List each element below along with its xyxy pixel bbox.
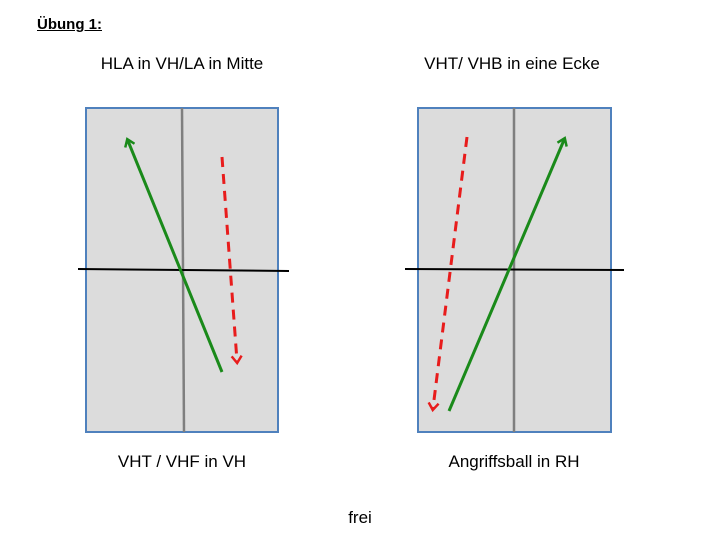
drill-2-bottom-label: Angriffsball in RH [448,452,580,471]
footer-label: frei [348,508,372,527]
exercise-title: Übung 1: [37,16,102,33]
drill-1-top-label: HLA in VH/LA in Mitte [100,54,264,73]
drill-1-bottom-label: VHT / VHF in VH [117,452,247,471]
solid-arrow [447,140,564,412]
net-line [404,268,625,271]
drill-2-top-label: VHT/ VHB in eine Ecke [424,54,600,73]
table-right [404,107,625,433]
dashed-arrow [433,136,469,408]
table-left [77,107,290,433]
dashed-arrow [220,156,237,361]
solid-arrow [128,141,224,373]
net-line [77,268,290,272]
